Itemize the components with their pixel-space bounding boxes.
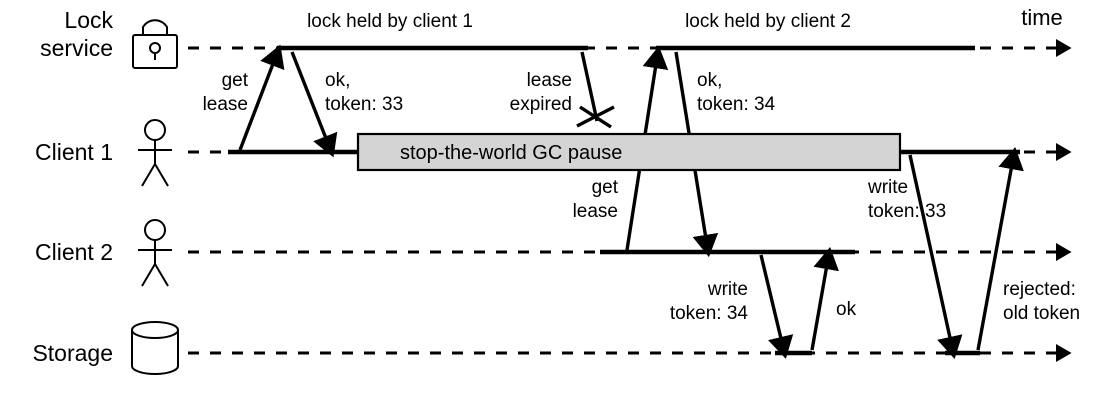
arrow-rejected-old-token [976,146,1024,351]
label-write-token-34-line1: write [707,279,748,300]
stick-figure-icon-client-1 [138,119,172,187]
arrow-get-lease-1 [238,44,285,151]
label-ok-storage: ok [836,299,857,320]
label-rejected-old-token-line2: old token [1003,303,1080,324]
lane-storage: Storage [32,321,179,375]
stick-figure-icon-client-2 [138,219,172,287]
arrow-lease-expired [580,51,599,122]
time-axis-label: time [1021,5,1063,30]
label-write-token-33-line1: write [867,177,908,198]
lane-label-lock-service-line2: service [40,35,113,61]
lane-label-client-1: Client 1 [35,139,113,165]
label-rejected-old-token-line1: rejected: [1003,279,1076,300]
label-lease-expired-line2: expired [510,94,572,115]
arrow-write-token-33 [908,154,963,359]
label-get-lease-2-line1: get [592,177,619,198]
lane-client-1: Client 1 [35,119,172,187]
gc-pause-label: stop-the-world GC pause [400,142,622,164]
label-ok-token-34-line1: ok, [697,70,722,91]
phase-label-lock-held-by-client-2: lock held by client 2 [685,11,851,32]
arrow-write-token-34 [759,254,794,359]
label-write-token-33-line2: token: 33 [868,201,946,222]
label-get-lease-1-line2: lease [203,94,248,115]
gc-pause-rect [356,132,902,172]
lane-label-storage: Storage [32,340,113,366]
blocked-cross-icon [576,105,615,129]
lane-lock-service: Lock service [40,7,178,69]
label-get-lease-2-line2: lease [573,201,618,222]
stop-the-world-gc-pause-box: stop-the-world GC pause [356,132,902,172]
label-get-lease-1-line1: get [222,70,249,91]
lane-label-client-2: Client 2 [35,239,113,265]
label-lease-expired-line1: lease [527,70,572,91]
database-cylinder-icon [131,321,179,375]
arrow-ok-token-33 [290,51,338,158]
lane-label-lock-service-line1: Lock [64,7,113,33]
padlock-icon [132,19,178,69]
label-ok-token-34-line2: token: 34 [697,94,776,115]
phase-label-lock-held-by-client-1: lock held by client 1 [307,11,473,32]
label-write-token-34-line2: token: 34 [670,303,749,324]
arrow-ok-storage [810,246,839,351]
label-ok-token-33-line2: token: 33 [325,94,403,115]
label-ok-token-33-line1: ok, [325,70,350,91]
lane-client-2: Client 2 [35,219,172,287]
